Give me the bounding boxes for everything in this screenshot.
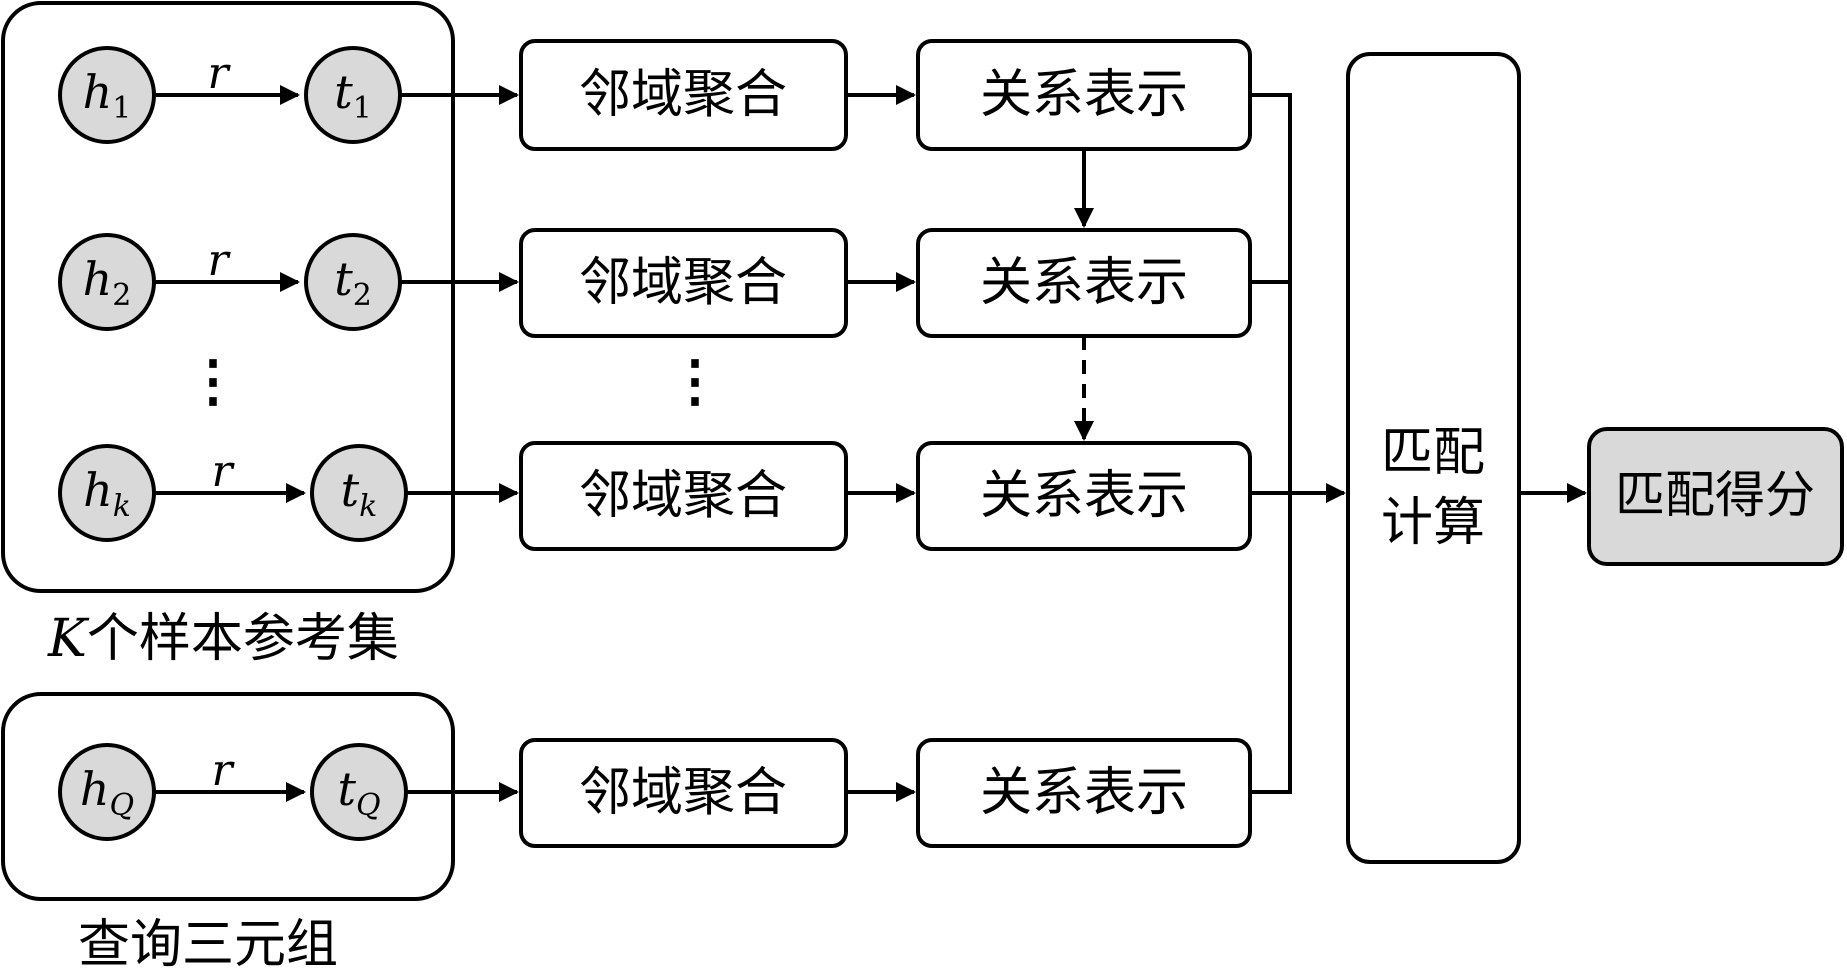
representation-box: 关系表示: [916, 228, 1252, 338]
support-set-frame: [1, 1, 455, 593]
tail-entity-label: t2: [334, 252, 372, 313]
aggregation-box: 邻域聚合: [519, 738, 848, 848]
relation-label: r: [211, 446, 235, 497]
aggregation-box: 邻域聚合: [519, 39, 848, 151]
matching-label-line2: 计算: [1381, 493, 1485, 553]
collector-lines: [1250, 93, 1292, 794]
tail-entity-label: t1: [334, 65, 372, 126]
head-entity-node: [58, 233, 156, 331]
head-entity-label: h1: [83, 65, 132, 126]
aggregation-box: 邻域聚合: [519, 228, 848, 338]
matching-score-label: 匹配得分: [1615, 466, 1815, 524]
head-entity-node: [58, 46, 156, 144]
relation-label: r: [207, 48, 231, 99]
query-set-frame: [1, 692, 455, 901]
tail-entity-label: tk: [341, 463, 378, 524]
support-triple-k: hk r tk: [58, 444, 408, 542]
query-triple: hQ r tQ: [58, 743, 408, 841]
support-set-caption: K个样本参考集: [47, 609, 399, 669]
representation-label: 关系表示: [980, 763, 1188, 823]
support-ellipsis: ⋮: [185, 348, 241, 414]
aggregation-label: 邻域聚合: [579, 65, 787, 125]
matching-computation-box: 匹配 计算: [1346, 52, 1521, 864]
aggregation-label: 邻域聚合: [579, 466, 787, 526]
aggregation-box: 邻域聚合: [519, 441, 848, 551]
representation-box: 关系表示: [916, 738, 1252, 848]
head-entity-label: h2: [83, 252, 132, 313]
representation-box: 关系表示: [916, 39, 1252, 151]
support-triple-1: h1 r t1: [58, 46, 402, 144]
aggregation-ellipsis: ⋮: [667, 348, 723, 414]
matching-label-line1: 匹配: [1381, 423, 1485, 483]
matching-score-box: 匹配得分: [1587, 427, 1844, 566]
support-triple-2: h2 r t2: [58, 233, 402, 331]
aggregation-label: 邻域聚合: [579, 253, 787, 313]
tail-entity-label: tQ: [337, 762, 380, 823]
representation-label: 关系表示: [980, 65, 1188, 125]
relation-label: r: [211, 745, 235, 796]
head-entity-label: hQ: [80, 762, 134, 823]
representation-box: 关系表示: [916, 441, 1252, 551]
query-set-caption: 查询三元组: [78, 915, 338, 975]
head-entity-node: [58, 444, 156, 542]
representation-label: 关系表示: [980, 253, 1188, 313]
head-entity-label: hk: [83, 463, 131, 524]
representation-label: 关系表示: [980, 466, 1188, 526]
head-entity-node: [58, 743, 156, 841]
aggregation-label: 邻域聚合: [579, 763, 787, 823]
relation-label: r: [207, 235, 231, 286]
